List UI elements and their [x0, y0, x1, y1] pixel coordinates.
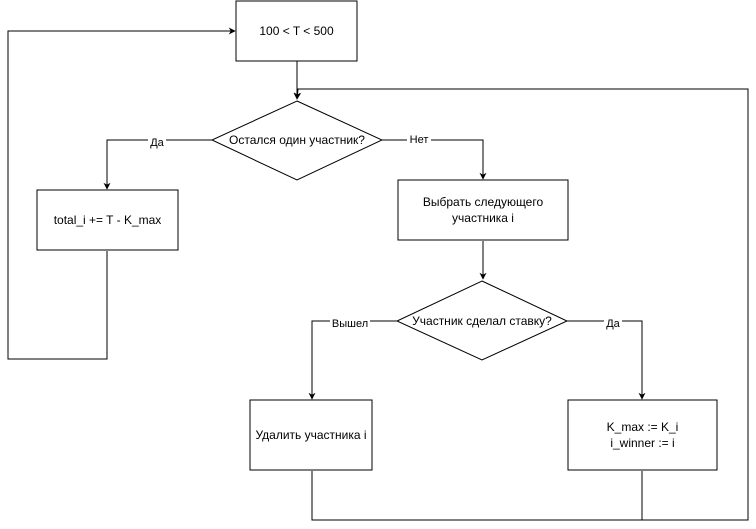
node-remove: Удалить участника i	[249, 399, 373, 471]
node-update-label-2: i_winner := i	[610, 436, 674, 450]
node-total-label: total_i += T - K_max	[54, 213, 162, 227]
node-update: K_max := K_i i_winner := i	[567, 399, 718, 471]
edge-check-no	[382, 139, 487, 180]
node-start-label: 100 < T < 500	[259, 24, 334, 38]
node-select-label-2: участника i	[452, 211, 514, 225]
label-bid-out: Вышел	[332, 318, 368, 330]
node-update-label-1: K_max := K_i	[607, 420, 679, 434]
node-total: total_i += T - K_max	[36, 189, 179, 251]
node-start: 100 < T < 500	[235, 0, 358, 62]
edge-total-loop	[7, 27, 236, 360]
edge-bid-yes	[567, 320, 646, 400]
label-check-no: Нет	[410, 134, 429, 146]
node-check-one: Остался один участник?	[210, 100, 384, 181]
label-check-yes: Да	[150, 137, 164, 149]
node-bid-label: Участник сделал ставку?	[412, 314, 552, 328]
node-bid: Участник сделал ставку?	[395, 280, 569, 361]
node-select-label-1: Выбрать следующего	[423, 195, 544, 209]
node-check-one-label: Остался один участник?	[229, 133, 365, 147]
edge-labels: Да Нет Вышел Да	[148, 133, 622, 330]
node-remove-label: Удалить участника i	[255, 428, 366, 442]
edge-remove-loop	[294, 88, 749, 521]
label-bid-yes: Да	[606, 318, 620, 330]
edge-check-yes	[103, 139, 212, 190]
node-select: Выбрать следующего участника i	[397, 179, 569, 241]
edge-bid-out	[308, 320, 397, 400]
